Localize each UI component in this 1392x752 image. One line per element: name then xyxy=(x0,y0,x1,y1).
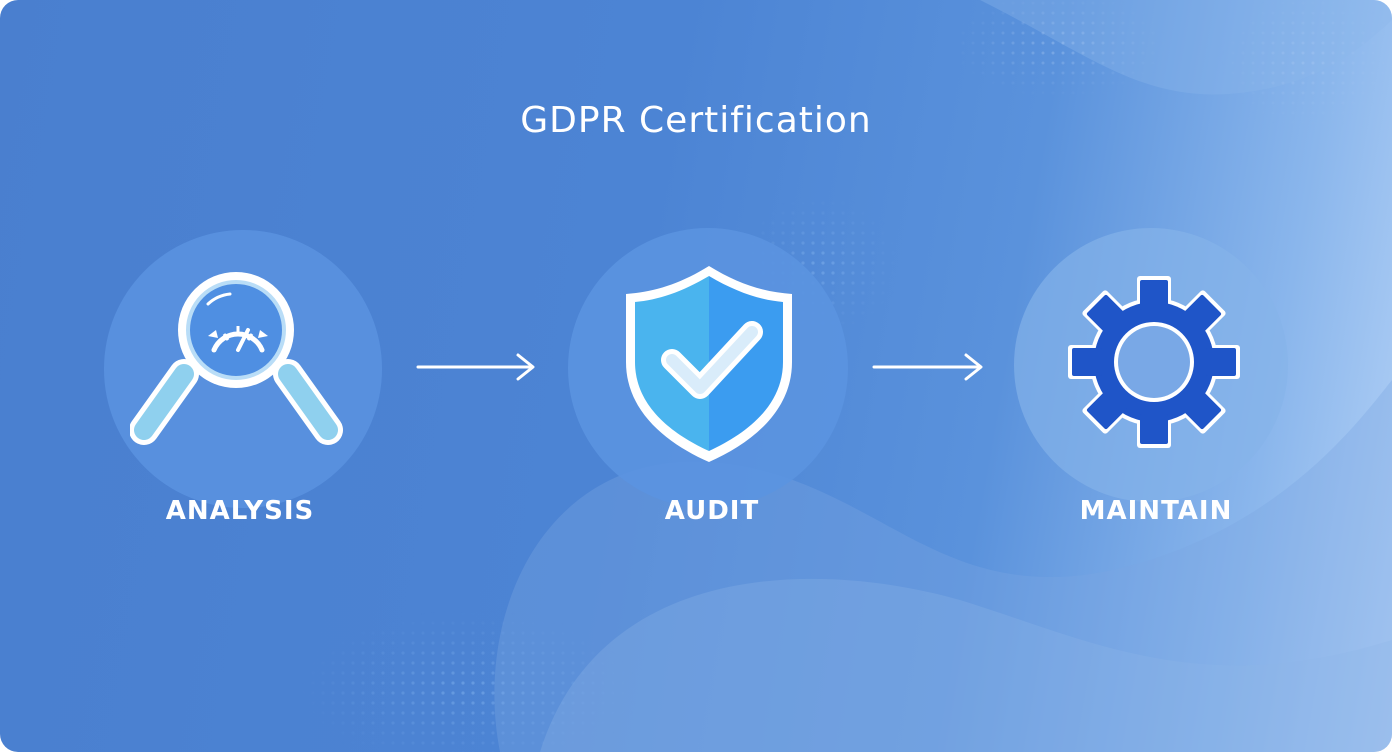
gear-icon xyxy=(1068,276,1240,448)
magnifier-gauge-icon xyxy=(130,272,343,445)
step-label-analysis: ANALYSIS xyxy=(165,496,315,526)
diagram-title: GDPR Certification xyxy=(520,100,872,141)
arrow-right-icon xyxy=(416,353,535,381)
arrow-right-icon xyxy=(872,353,983,381)
shield-check-icon xyxy=(626,266,792,462)
step-label-maintain: MAINTAIN xyxy=(1079,496,1233,526)
step-label-audit: AUDIT xyxy=(664,496,760,526)
